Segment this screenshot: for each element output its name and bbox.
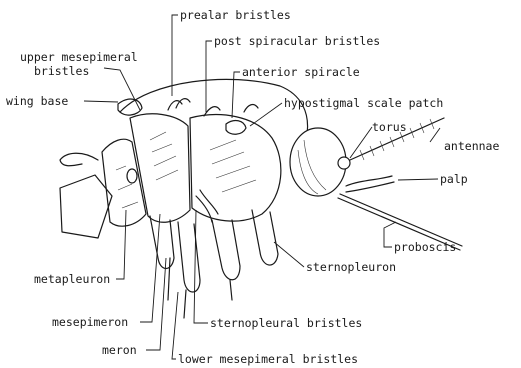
label-sternopleural-bristles: sternopleural bristles [210, 316, 362, 330]
bristles [168, 99, 258, 222]
haltere [60, 153, 98, 166]
abdomen-stub [60, 175, 112, 238]
label-mesepimeron: mesepimeron [52, 315, 128, 329]
label-anterior-spiracle: anterior spiracle [242, 65, 360, 79]
scutum-outline [120, 79, 308, 140]
palp-shape [346, 176, 394, 192]
leg-coxa-4 [252, 210, 278, 265]
label-prealar-bristles: prealar bristles [180, 8, 291, 22]
leg-coxa-2 [178, 222, 200, 292]
label-upper-mesepimeral-line2: bristles [34, 64, 89, 78]
leg-coxa-3 [212, 220, 240, 280]
thorax-drawing [60, 79, 462, 318]
label-wing-base: wing base [6, 94, 68, 108]
label-hypostigmal-scale-patch: hypostigmal scale patch [284, 96, 443, 110]
label-lower-mesepimeral-bristles: lower mesepimeral bristles [178, 352, 358, 366]
posterior-spiracle [127, 169, 137, 183]
scale-patch [226, 121, 246, 135]
label-palp: palp [440, 172, 468, 186]
torus-shape [338, 157, 350, 169]
metapleuron-plate [102, 139, 146, 226]
label-post-spiracular-bristles: post spiracular bristles [214, 34, 380, 48]
label-sternopleuron: sternopleuron [306, 260, 396, 274]
label-meron: meron [102, 343, 137, 357]
label-metapleuron: metapleuron [34, 272, 110, 286]
label-torus: torus [372, 120, 407, 134]
label-antennae: antennae [444, 139, 499, 153]
label-proboscis: proboscis [394, 240, 456, 254]
labels: prealar bristles post spiracular bristle… [6, 8, 499, 366]
label-upper-mesepimeral-line1: upper mesepimeral [20, 50, 138, 64]
mesepimeron-plate [130, 114, 190, 222]
